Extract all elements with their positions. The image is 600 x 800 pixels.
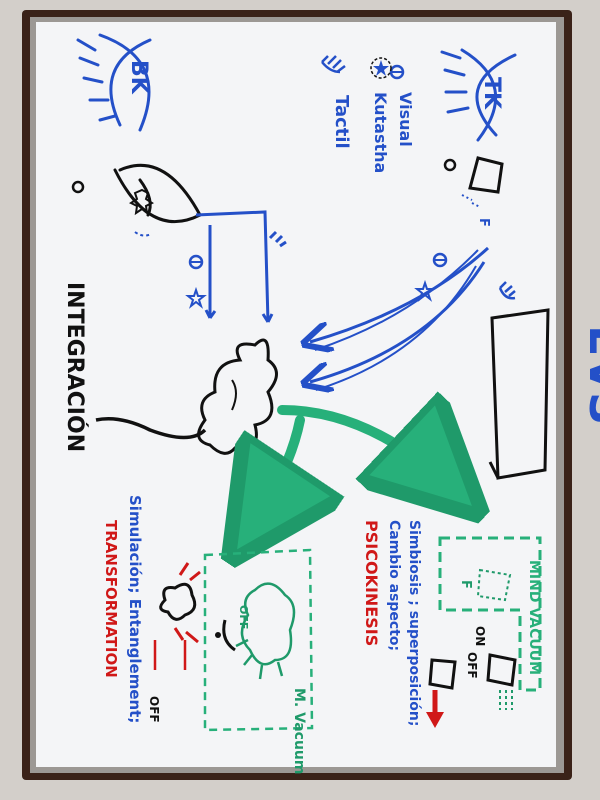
mind-vacuum-label: MIND VACUUM <box>526 560 542 675</box>
bk-label: BK <box>126 60 151 95</box>
blue-arrow-lower <box>310 261 486 382</box>
green-arrow-lower <box>250 415 300 530</box>
cup-dots <box>461 194 481 208</box>
psicokinesis-text: PSICOKINESIS <box>362 520 381 646</box>
cup-f-label: F <box>476 218 491 227</box>
blue-arrow-upper-edge <box>314 249 479 351</box>
legend-visual: Visual <box>396 92 415 147</box>
energy-cloud-drawing <box>235 582 296 680</box>
legend-kutastha: Kutastha <box>371 92 390 173</box>
green-arrow-right <box>277 410 455 490</box>
transformation-text: TRANSFORMATION <box>102 520 120 678</box>
channel-icons <box>185 254 207 309</box>
tactil-hand-icon <box>321 55 346 74</box>
tactil-hand-mini <box>134 231 152 237</box>
sensory-channel-bracket <box>195 210 287 323</box>
evs-label: EVS <box>579 325 600 425</box>
hand-icon <box>498 281 516 300</box>
simbiosis-text: Simbiosis ; superposición; <box>406 520 422 727</box>
mind-vacuum-box <box>438 536 542 692</box>
star-icon <box>373 60 389 76</box>
black-curve-arrow <box>222 619 236 652</box>
legend: Visual Kutastha Tactil <box>321 55 415 173</box>
kutastha-eye-drawing <box>113 163 202 224</box>
cup-f-label-2: F <box>458 580 473 589</box>
observer-cup-drawing <box>443 156 504 194</box>
red-marks <box>173 562 201 644</box>
small-cloud-drawing <box>159 582 197 621</box>
dot-marker <box>71 180 85 194</box>
off-label-2: OFF <box>237 605 250 629</box>
m-vacuum-box <box>203 548 314 732</box>
blue-arrow-lower-edge <box>315 265 477 391</box>
red-arrows-pair <box>153 640 187 670</box>
tk-label: TK <box>479 77 504 110</box>
bk-eye-drawing <box>76 33 152 132</box>
integration-stem <box>95 417 207 440</box>
legend-tactil: Tactil <box>331 95 352 149</box>
cambio-text: Cambio aspecto; <box>386 520 402 651</box>
integracion-label: INTEGRACIÓN <box>62 282 88 452</box>
on-cup-drawing <box>476 568 512 602</box>
simulacion-text: Simulación; Entanglement; <box>126 495 144 723</box>
on-label: ON <box>473 626 487 646</box>
tk-eye-drawing <box>440 48 517 142</box>
cup-pair-drawing <box>428 653 517 690</box>
off-label: OFF <box>465 652 479 679</box>
off-label-3: OFF <box>147 696 161 723</box>
kutastha-star-icon <box>370 57 392 79</box>
star-icon <box>185 286 207 309</box>
m-vacuum-label: M. Vacuum <box>291 688 307 774</box>
blue-arrow-upper <box>310 246 490 342</box>
